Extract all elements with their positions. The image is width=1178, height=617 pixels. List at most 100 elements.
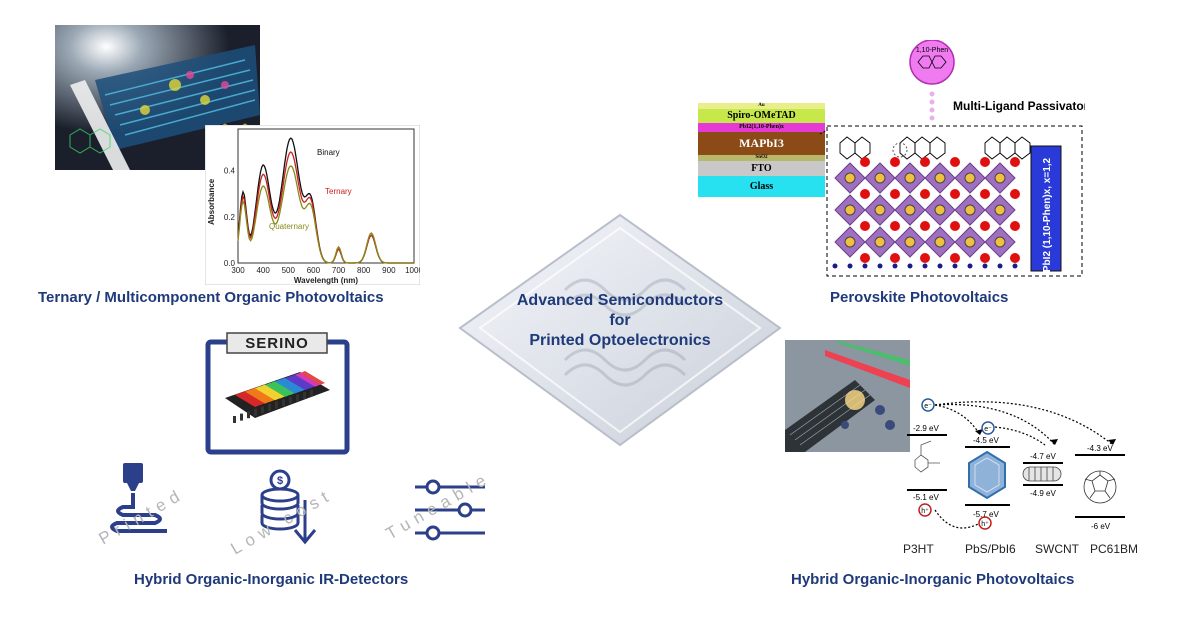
iodide-atom: [847, 263, 853, 269]
chip-pin: [296, 394, 299, 402]
absorbance-x-tick: 900: [382, 266, 396, 275]
p3ht-label: P3HT: [903, 542, 934, 556]
cation-atom: [890, 189, 900, 199]
pcbm-homo: -6 eV: [1091, 522, 1111, 531]
pb-atom: [904, 236, 916, 248]
cation-atom: [980, 157, 990, 167]
sliders-icon: [415, 479, 485, 541]
pixel-strip: [260, 384, 285, 399]
pb-atom: [874, 204, 886, 216]
layer-glass: Glass: [698, 176, 825, 197]
absorbance-x-tick: 800: [357, 266, 371, 275]
perovskite-side-label: PbI2 (1,10-Phen)x, x=1,2: [1042, 157, 1053, 272]
electron-2-label: e⁻: [984, 426, 992, 433]
pbs-label: PbS/PbI6: [965, 542, 1016, 556]
cation-atom: [860, 157, 870, 167]
pb-atom: [964, 204, 976, 216]
pixel-strip: [290, 374, 315, 389]
pixel-strip: [275, 379, 300, 394]
pb-atom: [844, 172, 856, 184]
cation-atom: [920, 221, 930, 231]
layer-spiro: Spiro-OMeTAD: [698, 109, 825, 123]
ir-icons: $ Printed Low cost Tuneable: [96, 463, 494, 558]
cation-atom: [1010, 253, 1020, 263]
pb-atom: [934, 172, 946, 184]
cation-atom: [890, 157, 900, 167]
chip-pin: [247, 411, 250, 419]
phen-ball-label: 1,10-Phen: [916, 47, 948, 54]
iodide-atom: [922, 263, 928, 269]
iodide-atom: [877, 263, 883, 269]
pb-atom: [964, 172, 976, 184]
chip-pin: [275, 401, 278, 409]
binary-label: Binary: [317, 148, 340, 157]
cation-atom: [860, 221, 870, 231]
swcnt-lumo: -4.7 eV: [1030, 452, 1056, 461]
hole-2-icon: [978, 516, 992, 530]
center-line-1: Advanced Semiconductors: [516, 292, 724, 309]
absorbance-x-tick: 600: [307, 266, 321, 275]
absorbance-x-tick: 300: [231, 266, 245, 275]
cation-atom: [1010, 189, 1020, 199]
iodide-atom: [982, 263, 988, 269]
pcbm-lumo: -4.3 eV: [1087, 444, 1113, 453]
coin-dollar-icon: $: [277, 475, 283, 487]
iodide-atom: [937, 263, 943, 269]
pb-atom: [964, 236, 976, 248]
pbs-lumo: -4.5 eV: [973, 436, 999, 445]
pb-atom: [934, 204, 946, 216]
hole-1-label: h⁺: [921, 508, 929, 515]
cation-atom: [920, 157, 930, 167]
printer-icon: [110, 463, 167, 533]
swcnt-label: SWCNT: [1035, 542, 1080, 556]
pcbm-label: PC61BM: [1090, 542, 1138, 556]
hole-2-label: h⁺: [981, 521, 989, 528]
chip-pin: [289, 396, 292, 404]
swcnt-homo: -4.9 eV: [1030, 489, 1056, 498]
p3ht-lumo: -2.9 eV: [913, 424, 939, 433]
chip-pin: [261, 406, 264, 414]
absorbance-x-tick: 700: [332, 266, 346, 275]
layer-sno2: SnO2: [698, 155, 825, 161]
chip-pin: [303, 392, 306, 399]
quaternary-curve: [237, 165, 414, 264]
layer-au: Au: [698, 103, 825, 109]
layer-pbi2-phen: PbI2(1,10-Phen)x: [698, 123, 825, 132]
cation-atom: [920, 253, 930, 263]
absorbance-x-tick: 500: [282, 266, 296, 275]
cation-atom: [950, 157, 960, 167]
pixel-strip: [270, 381, 295, 396]
iodide-atom: [1012, 263, 1018, 269]
center-diamond: [458, 213, 782, 447]
cation-atom: [950, 253, 960, 263]
quaternary-label: Quaternary: [269, 222, 309, 231]
printed-word: Printed: [96, 484, 189, 548]
absorbance-y-label: Absorbance: [207, 178, 216, 225]
pb-atom: [994, 204, 1006, 216]
ternary-label: Ternary: [325, 187, 352, 196]
hole-1-icon: [918, 503, 932, 517]
serino-brand: SERINO: [245, 335, 309, 352]
swcnt-tube: [1022, 466, 1062, 482]
pb-atom: [844, 204, 856, 216]
pixel-strip: [235, 393, 260, 407]
pb-atom: [904, 172, 916, 184]
pixel-strip: [245, 389, 270, 404]
iodide-atom: [862, 263, 868, 269]
ternary-title: Ternary / Multicomponent Organic Photovo…: [38, 289, 384, 306]
chip-pin: [240, 413, 243, 421]
cation-atom: [920, 189, 930, 199]
cation-atom: [980, 253, 990, 263]
cation-atom: [860, 253, 870, 263]
ir-detectors-title: Hybrid Organic-Inorganic IR-Detectors: [134, 571, 409, 588]
cation-atom: [890, 221, 900, 231]
pb-atom: [994, 236, 1006, 248]
pb-atom: [904, 204, 916, 216]
center-line-2: for: [609, 312, 631, 329]
cation-atom: [950, 221, 960, 231]
perovskite-title: Perovskite Photovoltaics: [830, 289, 1009, 306]
iodide-atom: [892, 263, 898, 269]
pixel-strip: [300, 371, 325, 385]
